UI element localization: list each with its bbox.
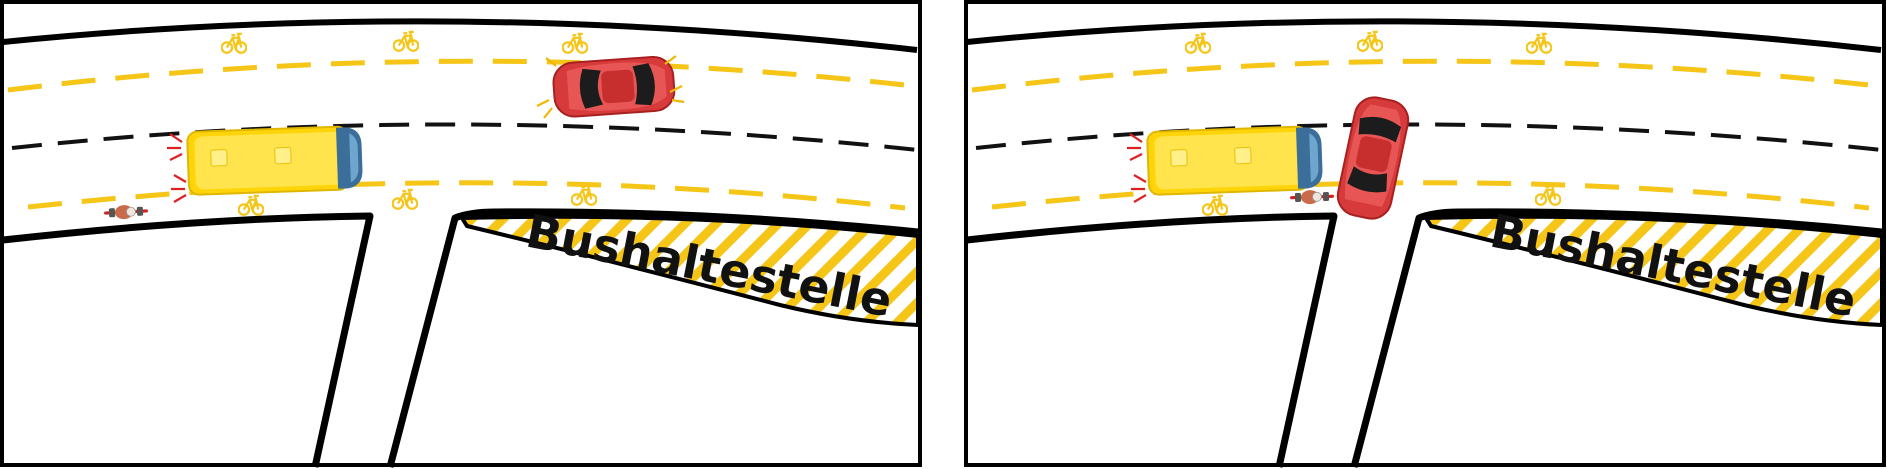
- road-edge-bottom-left: [966, 212, 1338, 468]
- bus-stop-area: [1422, 214, 1884, 328]
- turn-signal-blink-icon: [536, 55, 685, 119]
- turn-signal-blink-icon: [1127, 133, 1147, 203]
- panel-after: Bushaltestelle: [964, 0, 1886, 468]
- bike-lane-line-top: [7, 58, 906, 93]
- turn-signal-blink-icon: [167, 133, 187, 203]
- bus-stop-area: [458, 214, 920, 328]
- panel-before: Bushaltestelle: [0, 0, 922, 468]
- road-edge-bottom-left: [2, 212, 374, 468]
- road-edge-bottom-right: [1350, 208, 1883, 468]
- road-edge-top: [2, 18, 918, 53]
- bike-lane-line-bottom: [27, 180, 906, 211]
- bike-lane-line-top: [971, 58, 1870, 93]
- bus: [186, 124, 365, 196]
- road-edge-bottom-right: [386, 208, 919, 468]
- bus: [1146, 124, 1325, 196]
- bike-lane-line-bottom: [991, 180, 1870, 211]
- road-edge-top: [966, 18, 1882, 53]
- car: [551, 54, 677, 119]
